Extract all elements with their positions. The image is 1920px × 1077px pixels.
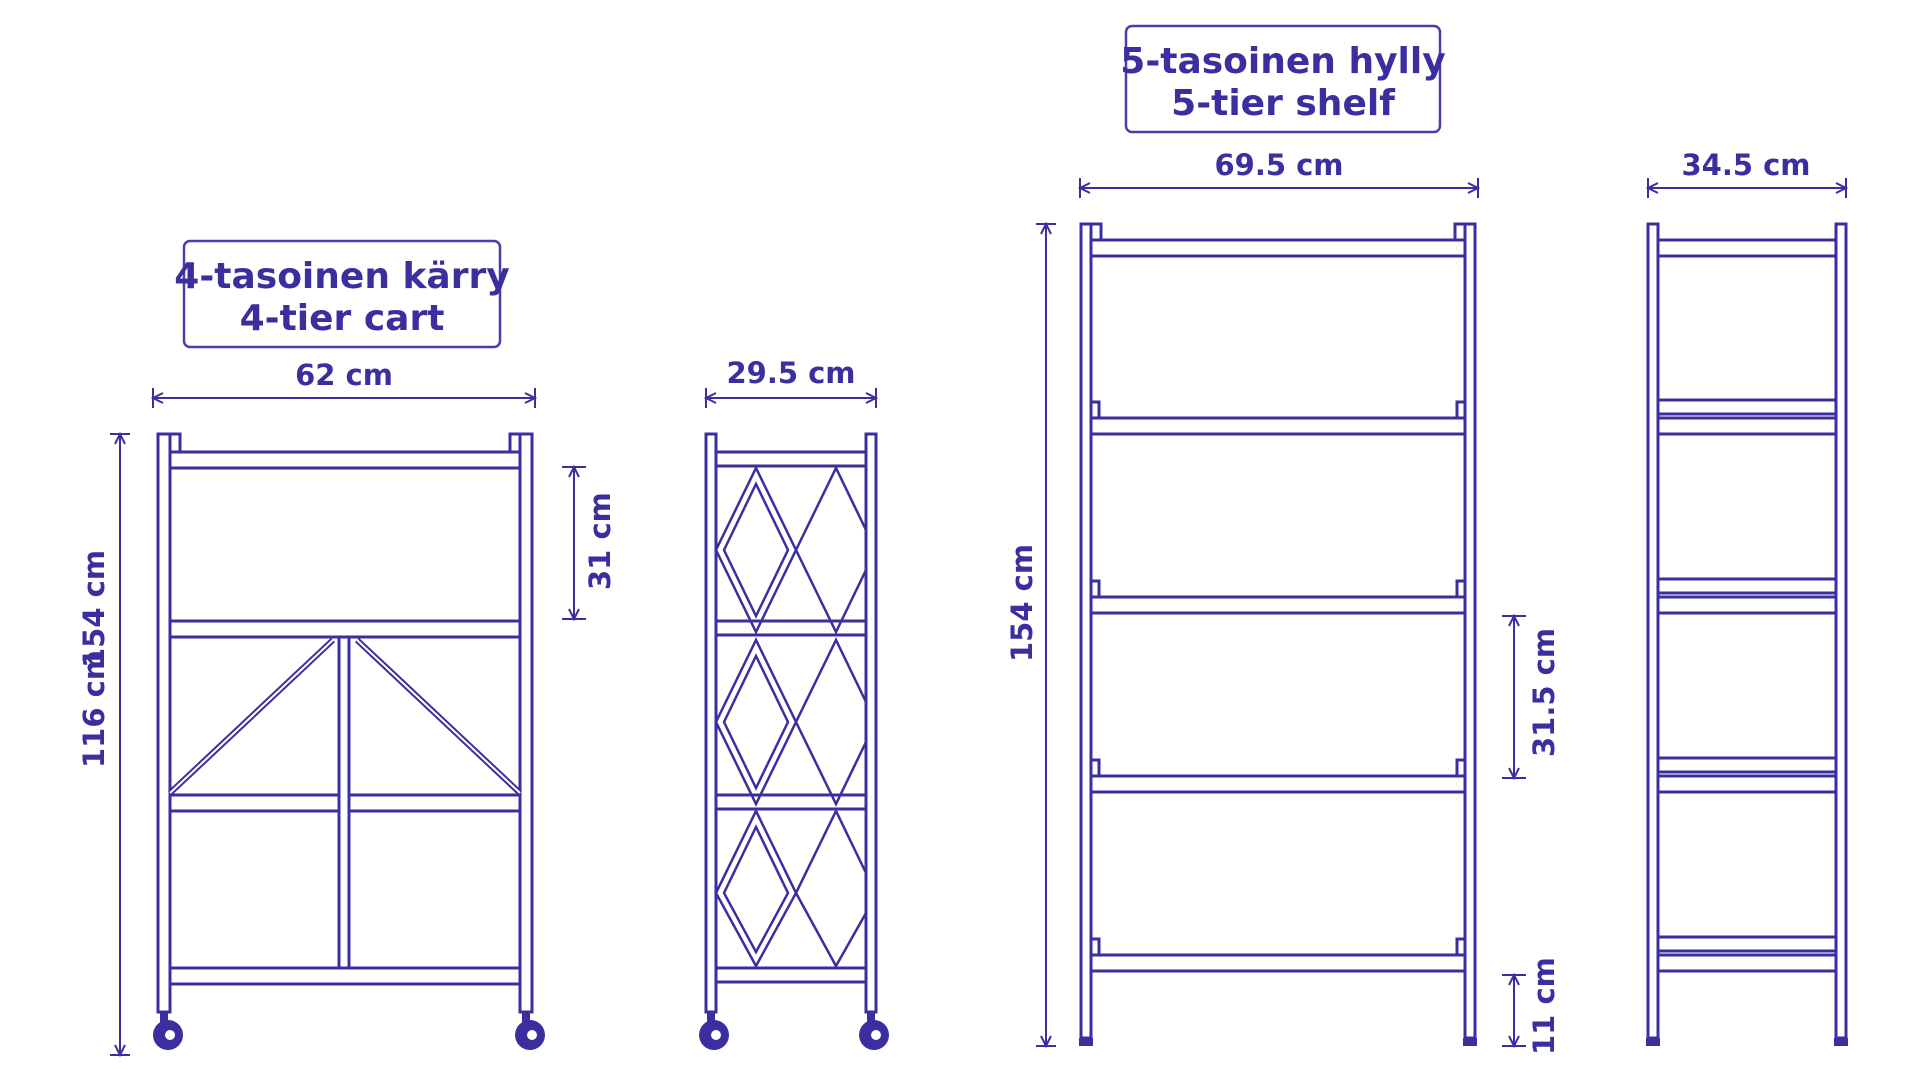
cart-side-wheel-right — [859, 1012, 889, 1050]
cart-width-dimension: 62 cm — [150, 358, 538, 408]
shelf-bottom-clearance-label: 11 cm — [1527, 957, 1561, 1055]
shelf-bottom-clearance-dimension: 11 cm — [1502, 957, 1561, 1055]
shelf-depth-label: 34.5 cm — [1681, 148, 1810, 182]
shelf-title-fi: 5-tasoinen hylly — [1120, 41, 1445, 82]
shelf-side-foot-right — [1834, 1038, 1848, 1046]
shelf-width-dimension: 69.5 cm — [1077, 148, 1481, 198]
cart-front-wheel-left — [153, 1012, 183, 1050]
shelf-tier-gap-dimension: 31.5 cm — [1502, 613, 1561, 781]
cart-depth-dimension: 29.5 cm — [703, 356, 879, 408]
shelf-front-foot-right — [1463, 1038, 1477, 1046]
cart-front-view — [153, 432, 545, 1050]
cart-width-label: 62 cm — [295, 358, 393, 392]
cart-front-wheel-right — [515, 1012, 545, 1050]
cart-tier-gap-label: 31 cm — [583, 492, 617, 590]
cart-title-box: 4-tasoinen kärry 4-tier cart — [174, 239, 510, 349]
cart-height-extra-label: 154 cm — [77, 550, 111, 668]
shelf-tier-gap-label: 31.5 cm — [1527, 628, 1561, 757]
shelf-depth-dimension: 34.5 cm — [1645, 148, 1849, 198]
cart-title-fi: 4-tasoinen kärry — [174, 256, 509, 297]
cart-tier-gap-dimension: 31 cm — [562, 464, 617, 622]
cart-side-wheel-left — [699, 1012, 729, 1050]
shelf-title-en: 5-tier shelf — [1171, 83, 1395, 124]
shelf-front-foot-left — [1079, 1038, 1093, 1046]
shelf-title-box: 5-tasoinen hylly 5-tier shelf — [1120, 24, 1446, 134]
shelf-side-foot-left — [1646, 1038, 1660, 1046]
shelf-front-view — [1079, 222, 1477, 1046]
shelf-height-label: 154 cm — [1005, 544, 1039, 662]
cart-height-dimension: 116 cm 154 cm — [77, 431, 130, 1058]
cart-title-en: 4-tier cart — [240, 298, 445, 339]
shelf-side-view — [1646, 222, 1848, 1046]
cart-height-label: 116 cm — [77, 650, 111, 768]
cart-side-view — [699, 432, 889, 1050]
cart-depth-label: 29.5 cm — [726, 356, 855, 390]
cart-side-lattice — [714, 465, 868, 969]
shelf-width-label: 69.5 cm — [1214, 148, 1343, 182]
shelf-height-dimension: 154 cm — [1005, 221, 1056, 1049]
